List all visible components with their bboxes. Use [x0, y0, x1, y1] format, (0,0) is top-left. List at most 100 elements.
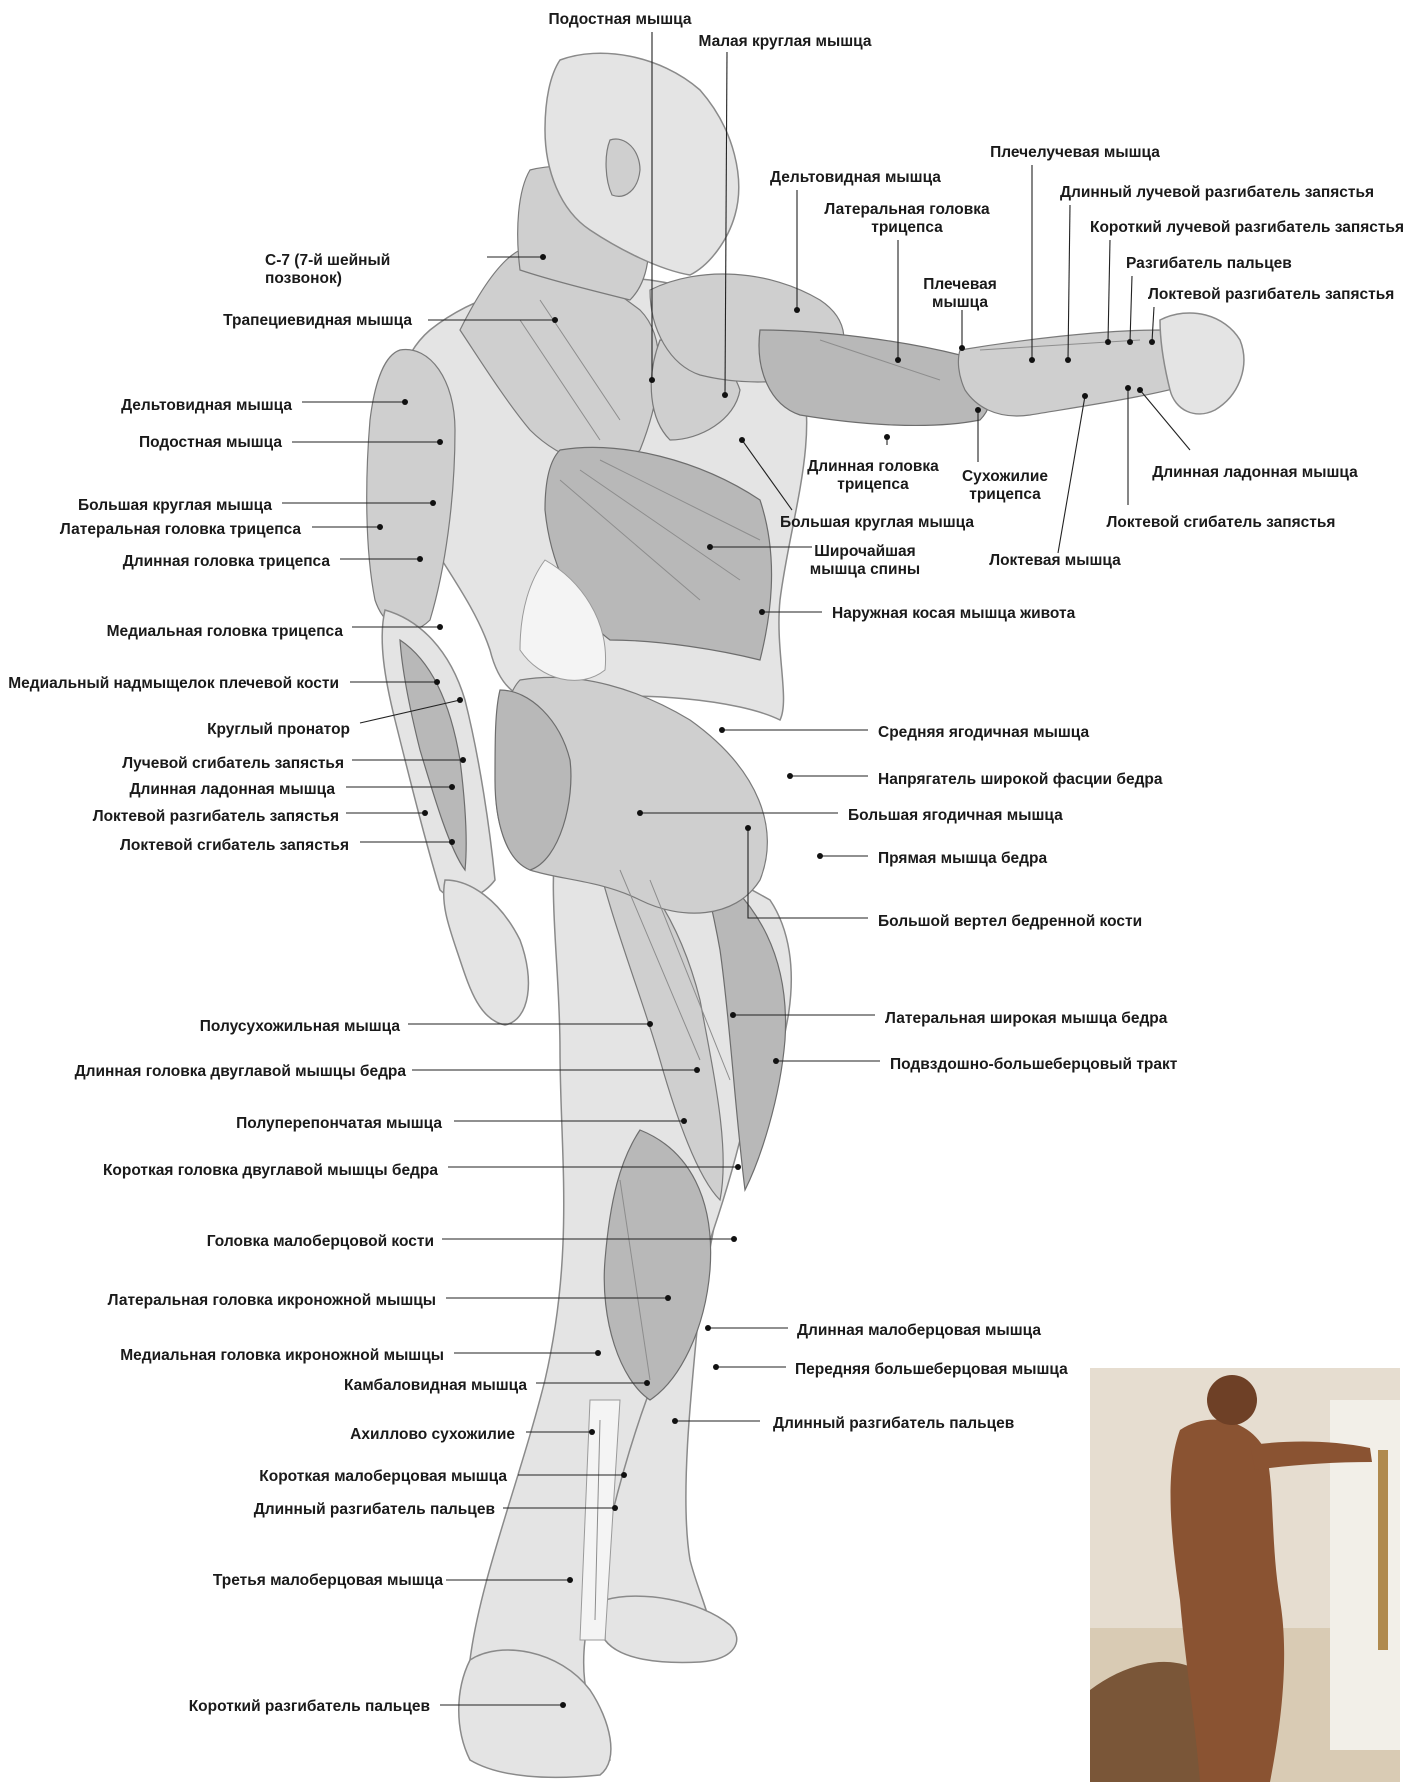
label-line: Короткий лучевой разгибатель запястья	[1090, 219, 1404, 236]
label-line: Локтевая мышца	[989, 552, 1121, 569]
label-it-tract: Подвздошно-большеберцовый тракт	[890, 1056, 1178, 1073]
right-hand	[1160, 313, 1244, 414]
leader-dot-palmaris-left	[449, 784, 455, 790]
label-ext-digitorum-right: Разгибатель пальцев	[1126, 255, 1292, 272]
leader-dot-gluteus-medius	[719, 727, 725, 733]
label-line: Передняя большеберцовая мышца	[795, 1361, 1068, 1378]
leader-dot-fibula-head	[731, 1236, 737, 1242]
label-brachioradialis: Плечелучевая мышца	[990, 144, 1160, 161]
leader-dot-teres-major-right	[739, 437, 745, 443]
right-upper-arm	[759, 330, 990, 425]
label-line: Латеральная головка	[824, 201, 990, 218]
label-tfl: Напрягатель широкой фасции бедра	[878, 771, 1163, 788]
leader-dot-fcr	[460, 757, 466, 763]
leader-dot-deltoid-left	[402, 399, 408, 405]
leader-dot-teres-minor	[722, 392, 728, 398]
leader-dot-peroneus-longus	[705, 1325, 711, 1331]
label-ecr-brevis: Короткий лучевой разгибатель запястья	[1090, 219, 1404, 236]
leader-dot-fcu-left	[449, 839, 455, 845]
label-line: Латеральная широкая мышца бедра	[885, 1010, 1168, 1027]
label-gluteus-maximus: Большая ягодичная мышца	[848, 807, 1063, 824]
label-line: Разгибатель пальцев	[1126, 255, 1292, 272]
leader-dot-brachialis	[959, 345, 965, 351]
label-line: Плечевая	[923, 276, 997, 293]
label-line: Медиальная головка икроножной мышцы	[120, 1347, 444, 1364]
label-semitendinosus: Полусухожильная мышца	[200, 1018, 401, 1035]
label-triceps-tendon: Сухожилиетрицепса	[962, 468, 1048, 503]
label-deltoid-left: Дельтовидная мышца	[121, 397, 292, 414]
leader-dot-infraspinatus-top	[649, 377, 655, 383]
label-ecu-left: Локтевой разгибатель запястья	[93, 808, 339, 825]
label-infraspinatus-top: Подостная мышца	[548, 11, 691, 28]
leader-dot-vastus-lateralis	[730, 1012, 736, 1018]
label-achilles: Ахиллово сухожилие	[350, 1426, 515, 1443]
photo-prop	[1378, 1450, 1388, 1650]
leader-dot-semimembranosus	[681, 1118, 687, 1124]
label-line: Медиальная головка трицепса	[107, 623, 344, 640]
leader-dot-gastrocnemius-lateral	[665, 1295, 671, 1301]
label-tibialis-anterior: Передняя большеберцовая мышца	[795, 1361, 1068, 1378]
label-peroneus-longus: Длинная малоберцовая мышца	[797, 1322, 1041, 1339]
leader-dot-anconeus	[1082, 393, 1088, 399]
label-teres-minor: Малая круглая мышца	[698, 33, 871, 50]
label-line: Широчайшая	[814, 543, 915, 560]
label-greater-trochanter: Большой вертел бедренной кости	[878, 913, 1142, 930]
leader-dot-ecr-longus	[1065, 357, 1071, 363]
label-line: Малая круглая мышца	[698, 33, 871, 50]
label-rectus-femoris: Прямая мышца бедра	[878, 850, 1047, 867]
label-triceps-medial: Медиальная головка трицепса	[107, 623, 344, 640]
leader-dot-fcu-right	[1125, 385, 1131, 391]
leader-anconeus	[1058, 396, 1085, 553]
leader-dot-rectus-femoris	[817, 853, 823, 859]
label-line: Камбаловидная мышца	[344, 1377, 527, 1394]
label-c7: C-7 (7-й шейныйпозвонок)	[265, 252, 390, 287]
label-line: Подостная мышца	[548, 11, 691, 28]
label-line: Короткая головка двуглавой мышцы бедра	[103, 1162, 438, 1179]
label-line: Дельтовидная мышца	[121, 397, 292, 414]
label-line: Короткая малоберцовая мышца	[259, 1468, 507, 1485]
leader-dot-c7	[540, 254, 546, 260]
label-line: Длинная головка	[807, 458, 939, 475]
label-line: Большая круглая мышца	[78, 497, 272, 514]
label-line: Длинный лучевой разгибатель запястья	[1060, 184, 1374, 201]
label-line: Подостная мышца	[139, 434, 282, 451]
leader-dot-trapezius	[552, 317, 558, 323]
label-line: Латеральная головка икроножной мышцы	[108, 1292, 436, 1309]
label-line: мышца	[932, 294, 988, 311]
label-line: Сухожилие	[962, 468, 1048, 485]
label-trapezius: Трапециевидная мышца	[223, 312, 412, 329]
front-foot	[459, 1650, 611, 1777]
leader-dot-brachioradialis	[1029, 357, 1035, 363]
label-line: Плечелучевая мышца	[990, 144, 1160, 161]
leader-dot-gastrocnemius-medial	[595, 1350, 601, 1356]
leader-ecr-brevis	[1108, 240, 1110, 342]
label-deltoid-right: Дельтовидная мышца	[770, 169, 941, 186]
label-gastrocnemius-lateral: Латеральная головка икроножной мышцы	[108, 1292, 436, 1309]
label-gluteus-medius: Средняя ягодичная мышца	[878, 724, 1089, 741]
label-peroneus-tertius: Третья малоберцовая мышца	[213, 1572, 444, 1589]
label-line: Длинный разгибатель пальцев	[254, 1501, 495, 1518]
label-line: Наружная косая мышца живота	[832, 605, 1076, 622]
leader-dot-soleus	[644, 1380, 650, 1386]
label-edl-right: Длинный разгибатель пальцев	[773, 1415, 1014, 1432]
label-fibula-head: Головка малоберцовой кости	[207, 1233, 434, 1250]
leader-dot-tfl	[787, 773, 793, 779]
label-pronator-teres: Круглый пронатор	[207, 721, 350, 738]
leader-dot-it-tract	[773, 1058, 779, 1064]
leader-dot-achilles	[589, 1429, 595, 1435]
label-line: позвонок)	[265, 270, 342, 287]
leader-dot-peroneus-tertius	[567, 1577, 573, 1583]
leader-dot-teres-major-left	[430, 500, 436, 506]
label-teres-major-right: Большая круглая мышца	[780, 514, 974, 531]
label-line: Локтевой разгибатель запястья	[93, 808, 339, 825]
label-fcu-right: Локтевой сгибатель запястья	[1107, 514, 1336, 531]
label-line: Длинная малоберцовая мышца	[797, 1322, 1041, 1339]
leader-dot-edl-right	[672, 1418, 678, 1424]
label-triceps-lateral-left: Латеральная головка трицепса	[60, 521, 301, 538]
label-line: Ахиллово сухожилие	[350, 1426, 515, 1443]
leader-dot-ext-digitorum-right	[1127, 339, 1133, 345]
label-line: Дельтовидная мышца	[770, 169, 941, 186]
label-ext-oblique: Наружная косая мышца живота	[832, 605, 1076, 622]
leader-dot-gluteus-maximus	[637, 810, 643, 816]
